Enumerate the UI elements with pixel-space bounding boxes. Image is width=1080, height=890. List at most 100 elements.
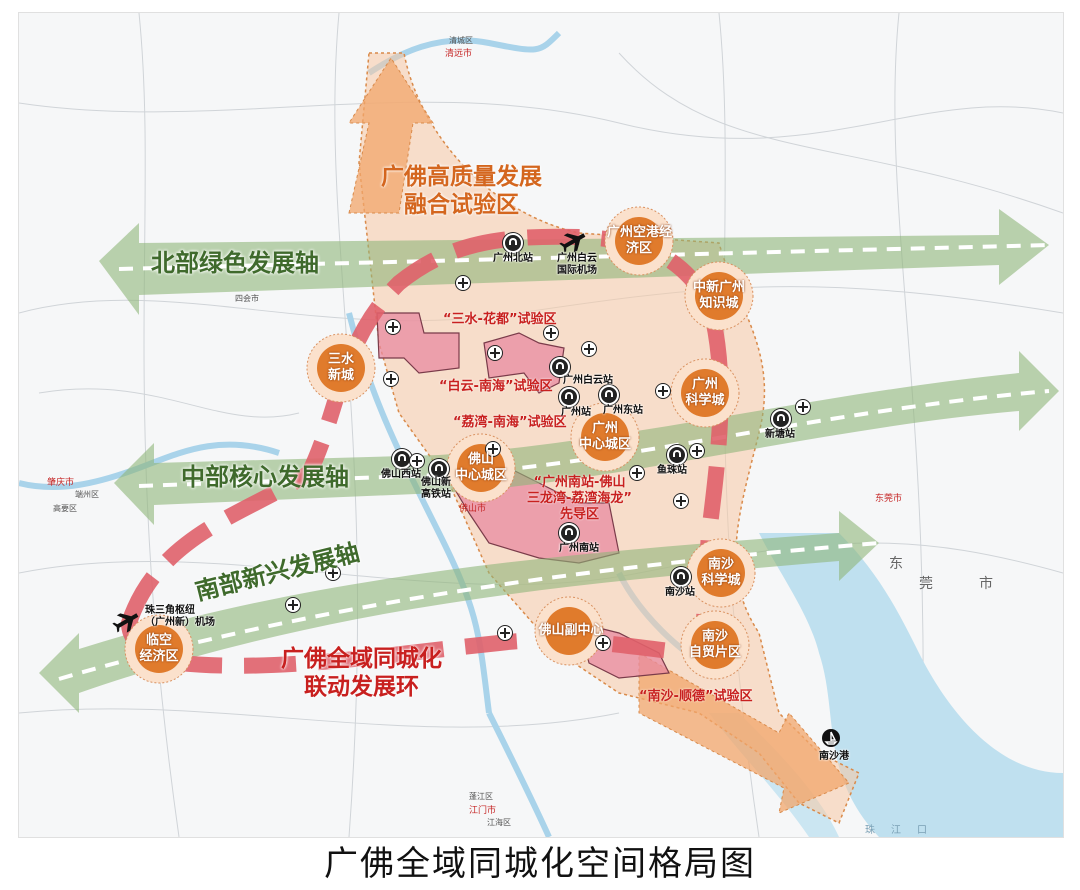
- map-canvas: 北部绿色发展轴 中部核心发展轴 南部新兴发展轴 广佛高质量发展 融合试验区 广佛…: [18, 12, 1064, 838]
- station-line: 珠三角枢纽: [145, 605, 195, 616]
- station-guangzhou: 广州站: [561, 407, 591, 418]
- port-icon: [822, 729, 840, 747]
- station-pin-icon: [559, 387, 579, 407]
- node-line: 科学城: [685, 393, 725, 408]
- map-base: [19, 13, 1063, 837]
- station-pin-icon: [429, 459, 449, 479]
- station-pin-icon: [503, 233, 523, 253]
- map-glyph-kou: 口: [917, 825, 927, 836]
- district-duanzhou: 端州区: [75, 490, 99, 499]
- station-line: 佛山新: [421, 477, 451, 488]
- fusion-zone-title-line1: 广佛高质量发展: [381, 164, 542, 190]
- trial-area-liwan-nanhai: “荔湾-南海”试验区: [453, 415, 567, 430]
- pilot-zone-line1: “广州南站-佛山: [533, 475, 626, 490]
- station-guangzhou-north: 广州北站: [493, 253, 533, 264]
- node-line: 三水: [327, 352, 354, 367]
- node-line: 广州: [691, 377, 718, 392]
- industrial-park-icon: [629, 465, 645, 481]
- industrial-park-icon: [487, 345, 503, 361]
- central-axis-band: [114, 351, 1059, 525]
- station-guangzhou-east: 广州东站: [603, 405, 643, 416]
- node-line: 广州空港经: [607, 225, 673, 240]
- figure-caption: 广佛全域同城化空间格局图: [324, 844, 756, 884]
- fusion-zone-arrow-southeast: [638, 652, 850, 814]
- city-dongguan: 东莞市: [875, 494, 903, 504]
- development-axes: [39, 209, 1059, 713]
- station-baiyun-airport: 广州白云 国际机场: [557, 253, 597, 277]
- station-line: 国际机场: [557, 265, 597, 276]
- district-qingcheng: 清城区: [449, 36, 473, 45]
- map-glyph-guan: 莞: [919, 576, 933, 592]
- node-sanshui-new-city: 三水 新城: [309, 352, 373, 384]
- node-guangzhou-center: 广州 中心城区: [573, 421, 637, 453]
- airplane-icons: [112, 233, 586, 633]
- node-nansha-ftz: 南沙 自贸片区: [683, 629, 747, 661]
- trial-area-sanshui-huadu: “三水-花都”试验区: [443, 312, 557, 327]
- fusion-zone-title-line2: 融合试验区: [404, 192, 519, 218]
- station-pin-icon: [599, 385, 619, 405]
- fusion-zone-arrow-north: [348, 57, 434, 214]
- node-line: 自贸片区: [688, 645, 741, 660]
- ring-title: 广佛全域同城化 联动发展环: [281, 645, 442, 701]
- district-gaoyao: 高要区: [53, 504, 77, 513]
- industrial-park-icon: [497, 625, 513, 641]
- city-jiangmen: 江门市: [469, 806, 497, 816]
- port-nansha: 南沙港: [819, 751, 849, 762]
- south-axis-band: [39, 511, 879, 713]
- district-jianghai: 江海区: [487, 818, 511, 827]
- node-line: 临空: [145, 633, 172, 648]
- station-foshan-new-hsr: 佛山新 高铁站: [421, 477, 451, 501]
- station-pin-icon: [671, 567, 691, 587]
- node-foshan-sub-center: 佛山副中心: [538, 623, 604, 638]
- pilot-zone-line3: 先导区: [559, 507, 599, 522]
- node-line: 科学城: [701, 573, 741, 588]
- city-foshan: 佛山市: [459, 504, 487, 514]
- north-axis-label: 北部绿色发展轴: [151, 249, 319, 277]
- ring-title-line1: 广佛全域同城化: [281, 646, 442, 672]
- trial-area-baiyun-nanhai: “白云-南海”试验区: [439, 379, 553, 394]
- ring-title-line2: 联动发展环: [304, 674, 419, 700]
- map-glyph-jiang: 江: [891, 825, 901, 836]
- station-pin-icon: [392, 449, 412, 469]
- station-pin-icon: [771, 409, 791, 429]
- node-circles: [124, 206, 756, 684]
- industrial-park-icon: [581, 341, 597, 357]
- node-airport-economic-zone: 广州空港经 济区: [607, 225, 673, 257]
- industrial-park-icon: [325, 565, 341, 581]
- industrial-park-icon: [383, 371, 399, 387]
- industrial-park-icon: [595, 635, 611, 651]
- node-linkong-economic-zone: 临空 经济区: [127, 633, 191, 665]
- industrial-park-icon: [689, 443, 705, 459]
- pilot-zone-line2: 三龙湾-荔湾海龙”: [527, 491, 632, 506]
- district-xinhui: 蓬江区: [469, 792, 493, 801]
- city-sihui: 四会市: [235, 294, 259, 303]
- node-foshan-center: 佛山 中心城区: [449, 452, 513, 484]
- node-line: 南沙: [701, 629, 728, 644]
- map-glyph-shi: 市: [979, 576, 993, 592]
- prd-hub-airport: 珠三角枢纽 （广州新）机场: [145, 605, 215, 629]
- station-nansha: 南沙站: [665, 587, 695, 598]
- map-glyph-zhu: 珠: [865, 825, 875, 836]
- station-xintang: 新塘站: [765, 429, 795, 440]
- station-foshan-west: 佛山西站: [381, 469, 421, 480]
- node-line: 经济区: [139, 649, 179, 664]
- node-line: 佛山: [467, 452, 494, 467]
- map-glyph-dong: 东: [889, 556, 903, 572]
- industrial-park-icon: [655, 383, 671, 399]
- fusion-zone-title: 广佛高质量发展 融合试验区: [381, 163, 542, 219]
- north-axis-band: [99, 209, 1049, 315]
- station-guangzhou-south: 广州南站: [559, 543, 599, 554]
- node-line: 中新广州: [692, 280, 745, 295]
- central-axis-label: 中部核心发展轴: [181, 463, 349, 491]
- station-line: 广州白云: [557, 253, 597, 264]
- node-science-city: 广州 科学城: [673, 377, 737, 409]
- station-yuzhu: 鱼珠站: [657, 465, 687, 476]
- node-line: 知识城: [699, 296, 739, 311]
- city-qingyuan: 清远市: [445, 49, 473, 59]
- industrial-park-icon: [285, 597, 301, 613]
- industrial-park-icon: [485, 441, 501, 457]
- station-line: 高铁站: [421, 489, 451, 500]
- node-line: 广州: [591, 421, 618, 436]
- industrial-park-icon: [795, 399, 811, 415]
- node-line: 中心城区: [578, 437, 631, 452]
